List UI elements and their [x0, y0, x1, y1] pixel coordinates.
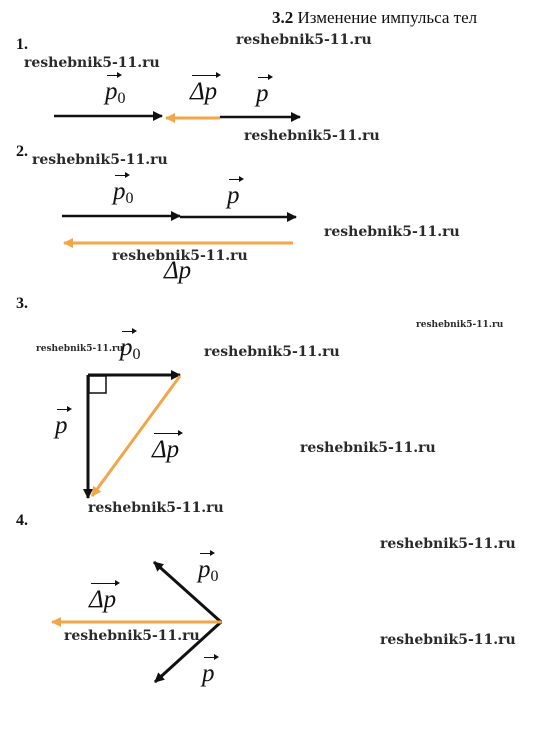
watermark: reshebnik5-11.ru	[416, 320, 504, 330]
watermark: reshebnik5-11.ru	[88, 500, 224, 516]
label-p0: p0	[105, 72, 126, 107]
diagram-1	[54, 111, 301, 123]
watermark: reshebnik5-11.ru	[24, 55, 160, 71]
page-title: 3.2 Изменение импульса тел	[272, 8, 477, 28]
watermark: reshebnik5-11.ru	[36, 344, 124, 354]
watermark: reshebnik5-11.ru	[380, 632, 516, 648]
label-p: p	[227, 176, 243, 209]
watermark: reshebnik5-11.ru	[112, 248, 248, 264]
watermark: reshebnik5-11.ru	[204, 344, 340, 360]
problem-number-2: 2.	[16, 143, 28, 160]
label-p: p	[202, 654, 218, 687]
label-p0: p0	[120, 328, 141, 363]
watermark: reshebnik5-11.ru	[64, 628, 200, 644]
vector-p0	[152, 560, 223, 624]
label-p0: p0	[113, 172, 134, 207]
watermark: reshebnik5-11.ru	[300, 440, 436, 456]
label-p0: p0	[198, 550, 219, 585]
label-dp: Δp	[164, 257, 192, 284]
vector-dp	[90, 375, 182, 497]
watermark: reshebnik5-11.ru	[324, 224, 460, 240]
problem-number-1: 1.	[16, 36, 28, 53]
right-angle-icon	[88, 375, 107, 394]
watermark: reshebnik5-11.ru	[244, 128, 380, 144]
problem-number-4: 4.	[16, 512, 28, 529]
watermark: reshebnik5-11.ru	[236, 32, 372, 48]
watermark: reshebnik5-11.ru	[32, 152, 168, 168]
label-p: p	[256, 74, 272, 107]
vector-p	[153, 620, 223, 684]
label-dp: Δp	[190, 72, 222, 105]
diagram-4	[51, 560, 223, 684]
label-p: p	[55, 406, 71, 439]
diagram-2	[62, 211, 297, 248]
label-dp: Δp	[89, 580, 121, 613]
diagram-3	[83, 370, 182, 499]
watermark: reshebnik5-11.ru	[380, 536, 516, 552]
problem-number-3: 3.	[16, 295, 28, 312]
section-title: Изменение импульса тел	[297, 8, 478, 27]
section-number: 3.2	[272, 8, 294, 27]
label-dp: Δp	[152, 430, 184, 463]
